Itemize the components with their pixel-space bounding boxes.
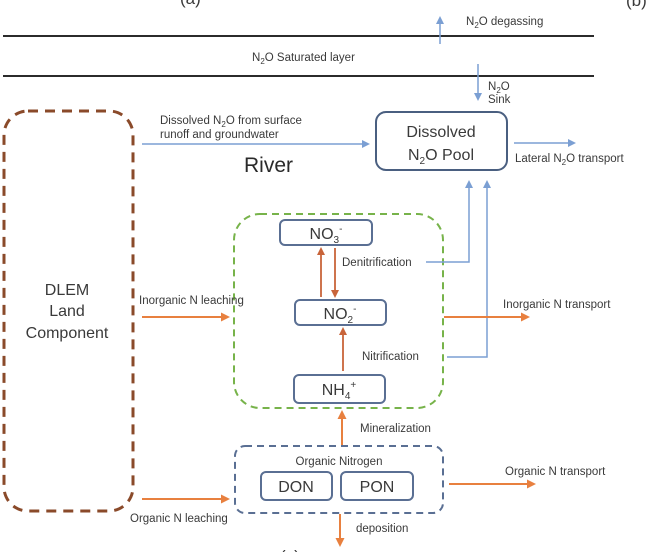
panel-label-b: (b) [626, 0, 647, 10]
river-label: River [244, 154, 293, 177]
pon-label: PON [360, 479, 395, 496]
don-label: DON [278, 479, 314, 496]
organic-nitrogen-title: Organic Nitrogen [296, 456, 383, 468]
no2-label: NO2- [324, 304, 357, 326]
pool-label-line1: Dissolved [406, 124, 475, 141]
inorganic-transport-label: Inorganic N transport [503, 299, 611, 311]
nitrification-label: Nitrification [362, 351, 419, 363]
organic-leaching-label: Organic N leaching [130, 513, 228, 525]
organic-transport-label: Organic N transport [505, 466, 606, 478]
lateral-transport-label: Lateral N2O transport [515, 153, 624, 167]
mineralization-label: Mineralization [360, 423, 431, 435]
no3-label: NO3- [310, 224, 343, 246]
panel-label-a: (a) [180, 0, 201, 8]
inorganic-leaching-label: Inorganic N leaching [139, 295, 244, 307]
no3-box [279, 219, 373, 246]
dissolved-input-label-line2: runoff and groundwater [160, 129, 279, 141]
nitrification-n2o-flow [447, 180, 491, 358]
inorganic-n-box [233, 213, 444, 409]
dissolved-n2o-pool-box [375, 111, 508, 171]
dissolved-input-label-line1: Dissolved N2O from surface [160, 115, 302, 129]
deposition-label: deposition [356, 523, 408, 535]
nh4-box [293, 374, 386, 404]
land-label-line2: Land [49, 303, 85, 320]
sink-label-line1: N2O [488, 81, 510, 95]
land-component-box [2, 109, 135, 513]
no2-box [294, 299, 387, 326]
pon-box [340, 471, 414, 501]
denitrification-label: Denitrification [342, 257, 412, 269]
pool-label-line2: N2O Pool [408, 147, 474, 167]
don-box [260, 471, 333, 501]
land-label-line3: Component [26, 325, 109, 342]
degassing-label: N2O degassing [466, 16, 543, 30]
panel-label-c: (c) [280, 547, 300, 552]
denitrification-n2o-flow [426, 180, 473, 263]
land-label-line1: DLEM [45, 282, 89, 299]
sink-label-line2: Sink [488, 94, 511, 106]
saturated-layer-label: N2O Saturated layer [252, 52, 355, 66]
organic-nitrogen-box [234, 445, 444, 514]
nh4-label: NH4+ [322, 380, 357, 402]
